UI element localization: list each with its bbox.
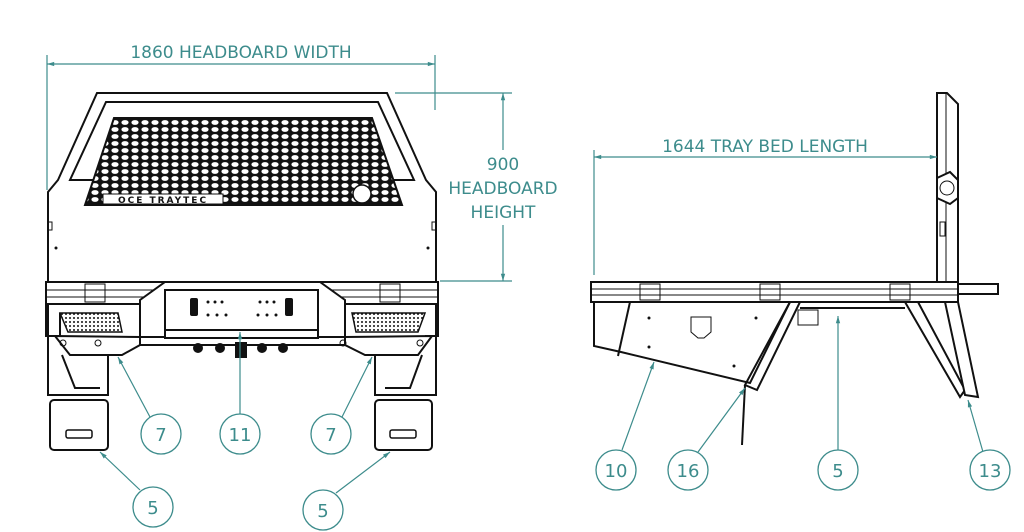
height-dimension (395, 92, 512, 282)
side-view (590, 92, 999, 446)
callout-5-side: 5 (817, 449, 859, 491)
mud-flap-right (374, 399, 433, 451)
callout-label: 7 (155, 425, 166, 446)
length-dimension-label: 1644 TRAY BED LENGTH (662, 137, 868, 157)
front-view (45, 92, 439, 451)
width-dimension-label: 1860 HEADBOARD WIDTH (130, 43, 351, 63)
callout-11: 11 (219, 413, 261, 455)
length-dimension (593, 150, 937, 275)
callout-label: 13 (979, 461, 1002, 482)
headboard-mesh (83, 117, 404, 206)
mud-flap-left (49, 399, 109, 451)
callout-label: 10 (605, 461, 628, 482)
headboard-light (352, 184, 372, 204)
callout-5-left: 5 (132, 486, 174, 528)
toolbox (593, 301, 792, 385)
callout-16: 16 (667, 449, 709, 491)
callout-label: 16 (677, 461, 700, 482)
leader-lines (99, 316, 984, 494)
height-dimension-line2: HEIGHT (471, 203, 536, 223)
headboard-logo: OCE TRAYTEC (118, 196, 208, 206)
callout-label: 5 (832, 461, 843, 482)
callout-label: 7 (325, 425, 336, 446)
height-dimension-line1: HEADBOARD (448, 179, 557, 199)
width-dimension (46, 55, 436, 190)
callout-13: 13 (969, 449, 1011, 491)
tail-light-right (351, 312, 427, 333)
height-dimension-value: 900 (487, 155, 519, 175)
callout-label: 11 (229, 425, 252, 446)
callout-5-right: 5 (302, 489, 344, 531)
callout-label: 5 (317, 501, 328, 522)
callout-7-right: 7 (310, 413, 352, 455)
tail-light-left (58, 312, 123, 333)
callout-7-left: 7 (140, 413, 182, 455)
side-tray-rail (590, 281, 959, 303)
callout-label: 5 (147, 498, 158, 519)
callout-10: 10 (595, 449, 637, 491)
